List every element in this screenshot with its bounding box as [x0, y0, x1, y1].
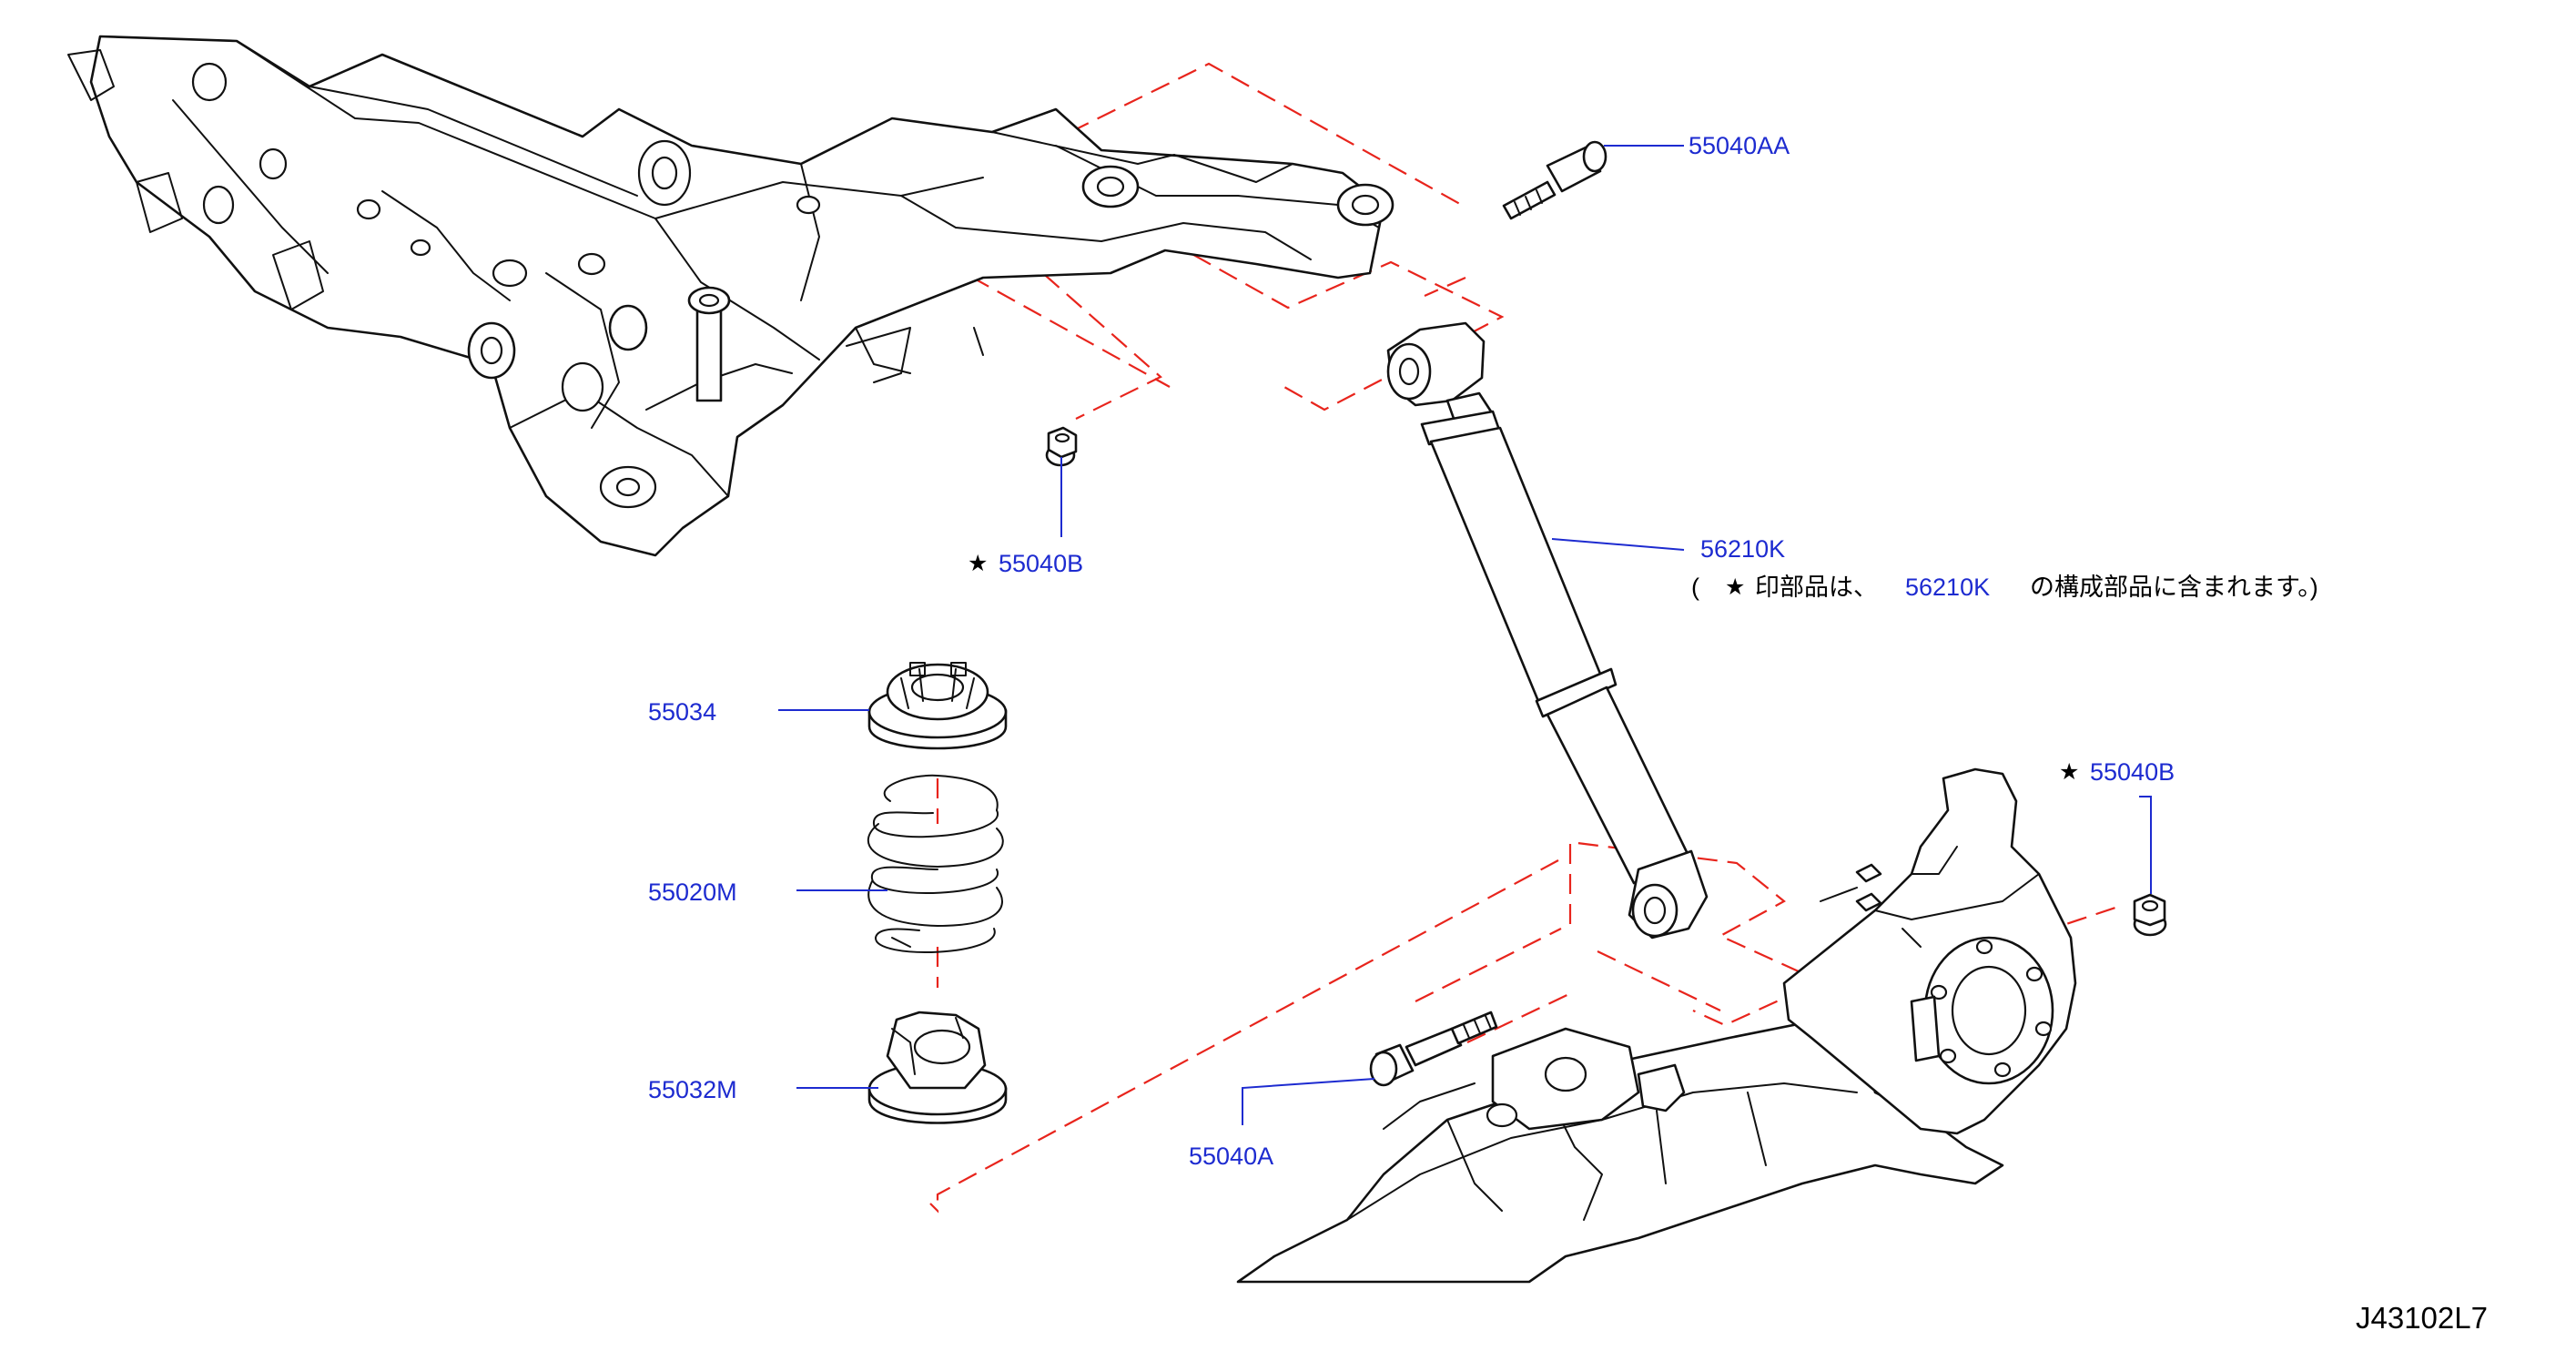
flange-nut-left [1045, 426, 1078, 467]
label-nut-left: 55040B [999, 550, 1084, 577]
knuckle-and-lower-arm [1236, 767, 2077, 1284]
label-nut-right: 55040B [2090, 758, 2175, 786]
note-suffix: の構成部品に含まれます。) [2030, 574, 2318, 601]
lower-spring-seat [867, 1011, 1008, 1124]
label-upper-spring-seat: 55034 [648, 698, 717, 726]
label-upper-bolt: 55040AA [1689, 132, 1790, 159]
label-lower-spring-seat: 55032M [648, 1076, 737, 1103]
note-star-icon: ★ [1725, 574, 1746, 600]
flange-nut-right [2133, 893, 2167, 937]
label-coil-spring: 55020M [648, 879, 737, 906]
note-prefix: 印部品は、 [1755, 574, 1878, 601]
note-open-paren: ( [1691, 574, 1699, 601]
star-icon-nut-right: ★ [2059, 759, 2080, 785]
upper-mounting-bolt [1502, 140, 1607, 220]
lower-mounting-bolt [1369, 1011, 1498, 1087]
leader-lines [778, 145, 2152, 1125]
star-icon-nut-left: ★ [968, 551, 989, 576]
diagram-code: J43102L7 [2356, 1301, 2488, 1335]
rear-subframe [67, 35, 1394, 557]
upper-spring-seat [867, 662, 1008, 750]
label-shock-absorber: 56210K [1700, 535, 1786, 563]
coil-spring [867, 774, 1004, 953]
label-lower-bolt: 55040A [1189, 1143, 1274, 1170]
note-part-number: 56210K [1905, 574, 1991, 601]
shock-absorber [1386, 321, 1709, 940]
assembly-guide-lines [929, 62, 2122, 1214]
